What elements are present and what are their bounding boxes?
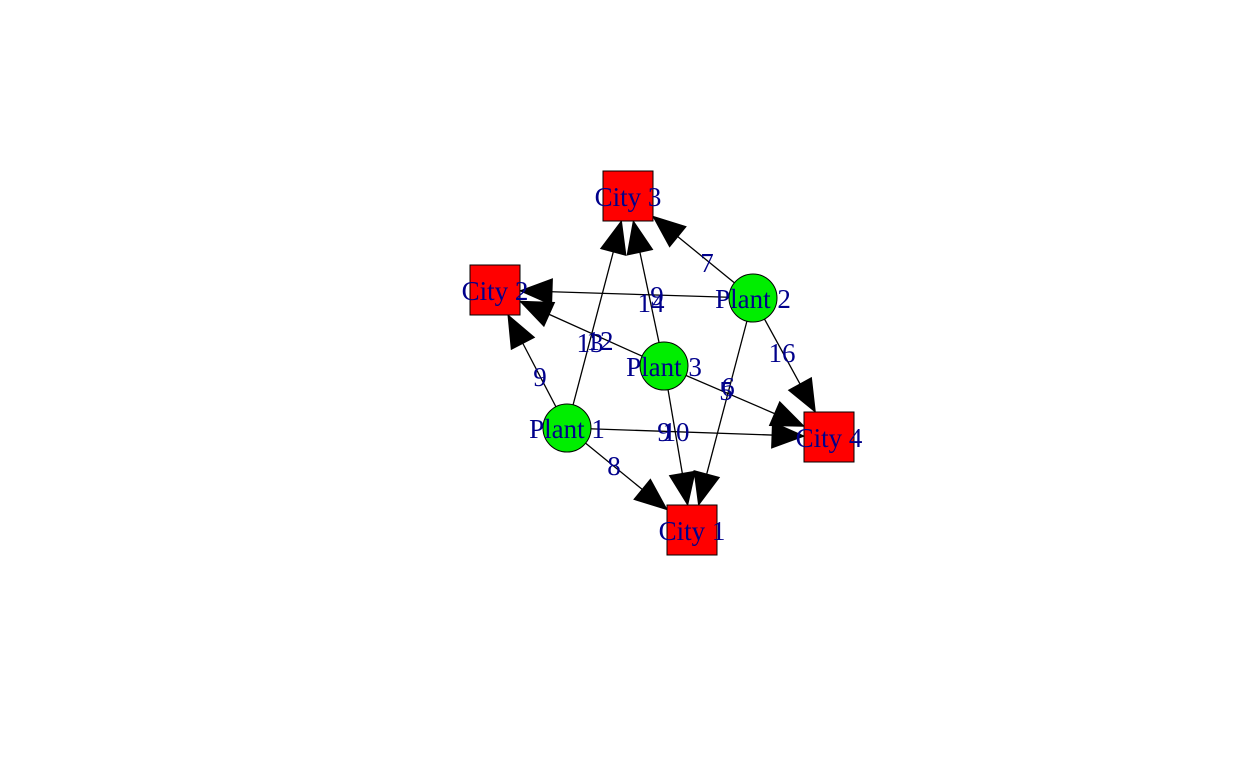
node-c3-square[interactable]: [602, 170, 654, 222]
edge-p1-c3: [566, 251, 614, 429]
edge-weight-p1-c2: 9: [533, 362, 547, 392]
arrowhead-p2-c3: [651, 215, 687, 248]
node-label-c2: City 2: [462, 276, 529, 306]
edge-weight-p1-c1: 8: [607, 451, 621, 481]
node-p3-circle[interactable]: [639, 341, 689, 391]
arrowhead-p2-c4: [787, 376, 816, 414]
node-labels-layer: City 1 City 2 City 3 City 4 Plant 1 Plant 2 Pl…: [462, 182, 863, 546]
edge-weight-p2-c3: 7: [700, 248, 714, 278]
node-c1-square[interactable]: [666, 504, 718, 556]
arrowhead-p2-c1: [693, 470, 721, 507]
node-p1-circle[interactable]: [542, 403, 592, 453]
node-label-p1: Plant 1: [529, 414, 605, 444]
edge-p2-c1: [706, 297, 754, 475]
edge-weight-p2-c1: 6: [721, 372, 735, 402]
edge-labels-layer: 8 9 13 9 6 14 7 16 10 12 9 5: [533, 248, 795, 481]
node-label-p3: Plant 3: [626, 352, 702, 382]
arrowhead-p3-c3: [626, 219, 654, 256]
edge-p1-c4: [566, 427, 773, 436]
node-label-c4: City 4: [796, 423, 863, 453]
node-label-p2: Plant 2: [715, 284, 791, 314]
edge-weight-p1-c4: 9: [657, 417, 671, 447]
edge-weight-p3-c2: 12: [587, 326, 614, 356]
edge-weight-p3-c4: 5: [719, 376, 733, 406]
node-c4-square[interactable]: [803, 411, 855, 463]
arrowhead-p1-c4: [771, 421, 806, 449]
edge-p2-c2: [551, 291, 754, 299]
node-label-c3: City 3: [595, 182, 662, 212]
arrowhead-p2-c2: [518, 278, 553, 306]
node-p2-circle[interactable]: [728, 273, 778, 323]
edge-weight-p3-c3: 9: [650, 281, 664, 311]
arrowhead-p3-c2: [518, 300, 556, 328]
arrowhead-p1-c2: [507, 313, 536, 351]
node-c2-square[interactable]: [469, 264, 521, 316]
arrowhead-p1-c3: [599, 219, 627, 256]
edge-weight-p2-c2: 14: [638, 288, 666, 318]
arrowhead-p3-c4: [768, 400, 806, 427]
arrowhead-p3-c1: [668, 470, 696, 507]
edge-weight-p3-c1: 10: [663, 417, 690, 447]
edge-weight-p2-c4: 16: [769, 338, 796, 368]
nodes-layer: [469, 170, 855, 556]
edge-weight-p1-c3: 13: [577, 328, 604, 358]
node-label-c1: City 1: [659, 516, 726, 546]
arrowhead-p1-c1: [633, 478, 669, 511]
